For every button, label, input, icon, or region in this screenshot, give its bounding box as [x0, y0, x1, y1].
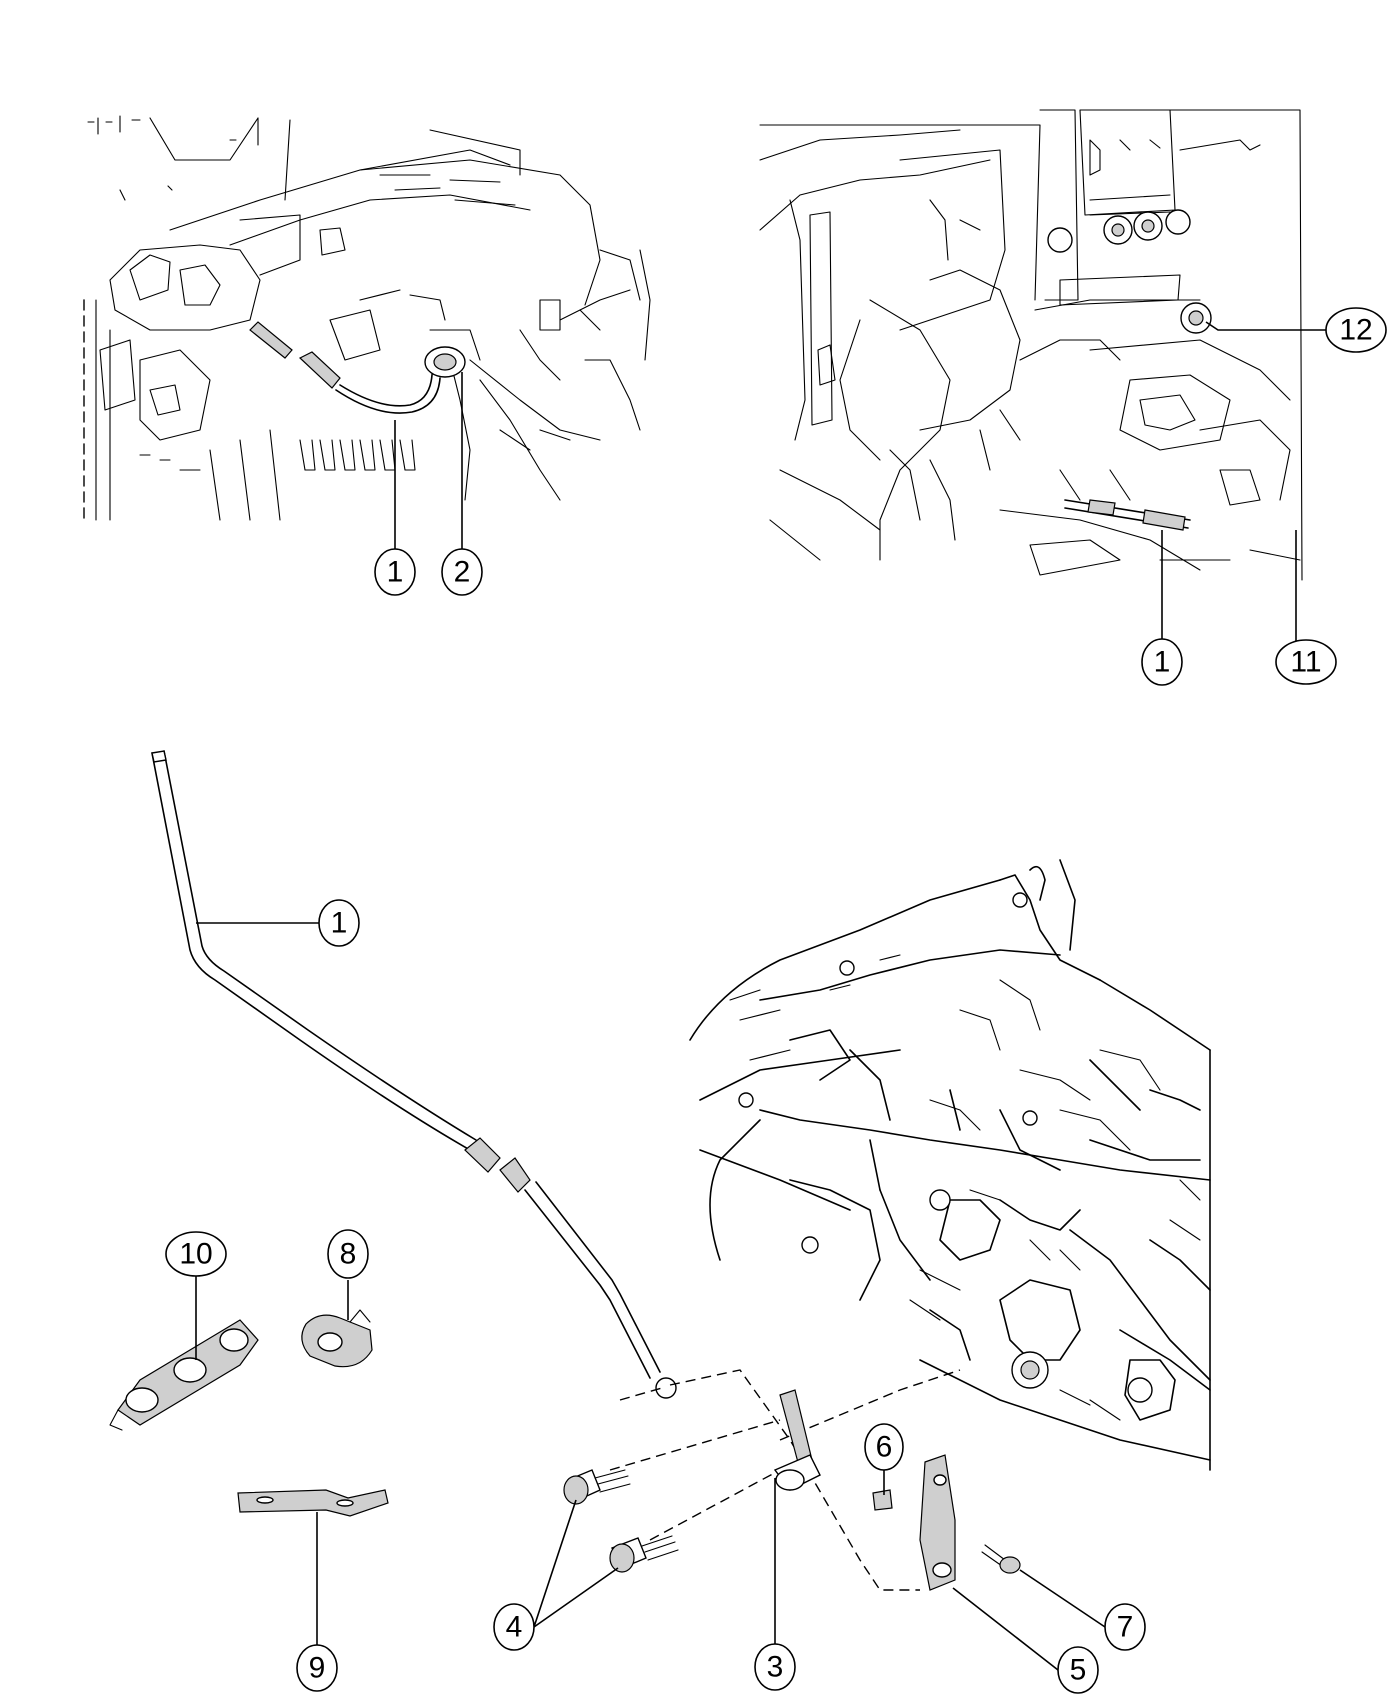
- clip-set-part-10: [109, 1319, 259, 1431]
- housing-bolts: [738, 892, 1153, 1403]
- callout-4: 4: [493, 1603, 535, 1651]
- svg-text:10: 10: [179, 1238, 212, 1271]
- callout-12: 12: [1325, 307, 1387, 353]
- cable-bracket-part-3: [773, 1389, 821, 1491]
- svg-text:1: 1: [1154, 646, 1171, 679]
- clip-nut-part-6: [872, 1489, 893, 1511]
- hvac-knobs: [1047, 209, 1191, 253]
- assembly-line-bolts: [609, 1369, 961, 1541]
- shift-cable-part-1: [151, 750, 677, 1399]
- view-dash-column: [83, 115, 651, 521]
- assembly-line-cable-end: [619, 1387, 663, 1401]
- grommet-part-2: [424, 346, 466, 378]
- svg-text:12: 12: [1339, 314, 1372, 347]
- svg-text:1: 1: [387, 556, 404, 589]
- svg-text:11: 11: [1290, 646, 1321, 679]
- callout-11: 11: [1275, 639, 1337, 685]
- bolt-part-7: [981, 1544, 1021, 1574]
- mounting-bracket-part-5: [919, 1454, 956, 1591]
- callout-10: 10: [165, 1231, 227, 1277]
- callout-6: 6: [864, 1423, 904, 1471]
- leader-lines: [195, 321, 1328, 1671]
- callout-7: 7: [1104, 1603, 1146, 1651]
- svg-text:4: 4: [506, 1611, 523, 1644]
- plate-part-9: [237, 1489, 389, 1517]
- callout-1-bottom: 1: [318, 899, 360, 947]
- callout-2: 2: [441, 548, 483, 596]
- bolts-part-4: [563, 1469, 679, 1573]
- transfer-case-knob-part-12: [1180, 302, 1212, 334]
- callout-3: 3: [754, 1643, 796, 1691]
- callout-8: 8: [327, 1229, 369, 1279]
- svg-text:8: 8: [340, 1238, 357, 1271]
- shift-cable-console-routing: [1064, 499, 1191, 531]
- svg-text:1: 1: [331, 907, 348, 940]
- svg-text:3: 3: [767, 1651, 784, 1684]
- callout-5: 5: [1057, 1646, 1099, 1694]
- svg-text:9: 9: [309, 1652, 326, 1685]
- view-transmission: [109, 750, 1211, 1591]
- svg-text:5: 5: [1070, 1654, 1087, 1687]
- svg-text:7: 7: [1117, 1611, 1134, 1644]
- svg-text:2: 2: [454, 556, 471, 589]
- assembly-line-cable-bracket: [669, 1369, 920, 1591]
- svg-text:6: 6: [876, 1431, 893, 1464]
- clamp-part-8: [301, 1309, 373, 1368]
- shift-cable-upper-routing: [249, 321, 446, 414]
- callout-1-top-left: 1: [374, 548, 416, 596]
- callout-9: 9: [296, 1644, 338, 1692]
- callout-1-top-right: 1: [1141, 638, 1183, 686]
- view-cabin-console: [759, 109, 1303, 581]
